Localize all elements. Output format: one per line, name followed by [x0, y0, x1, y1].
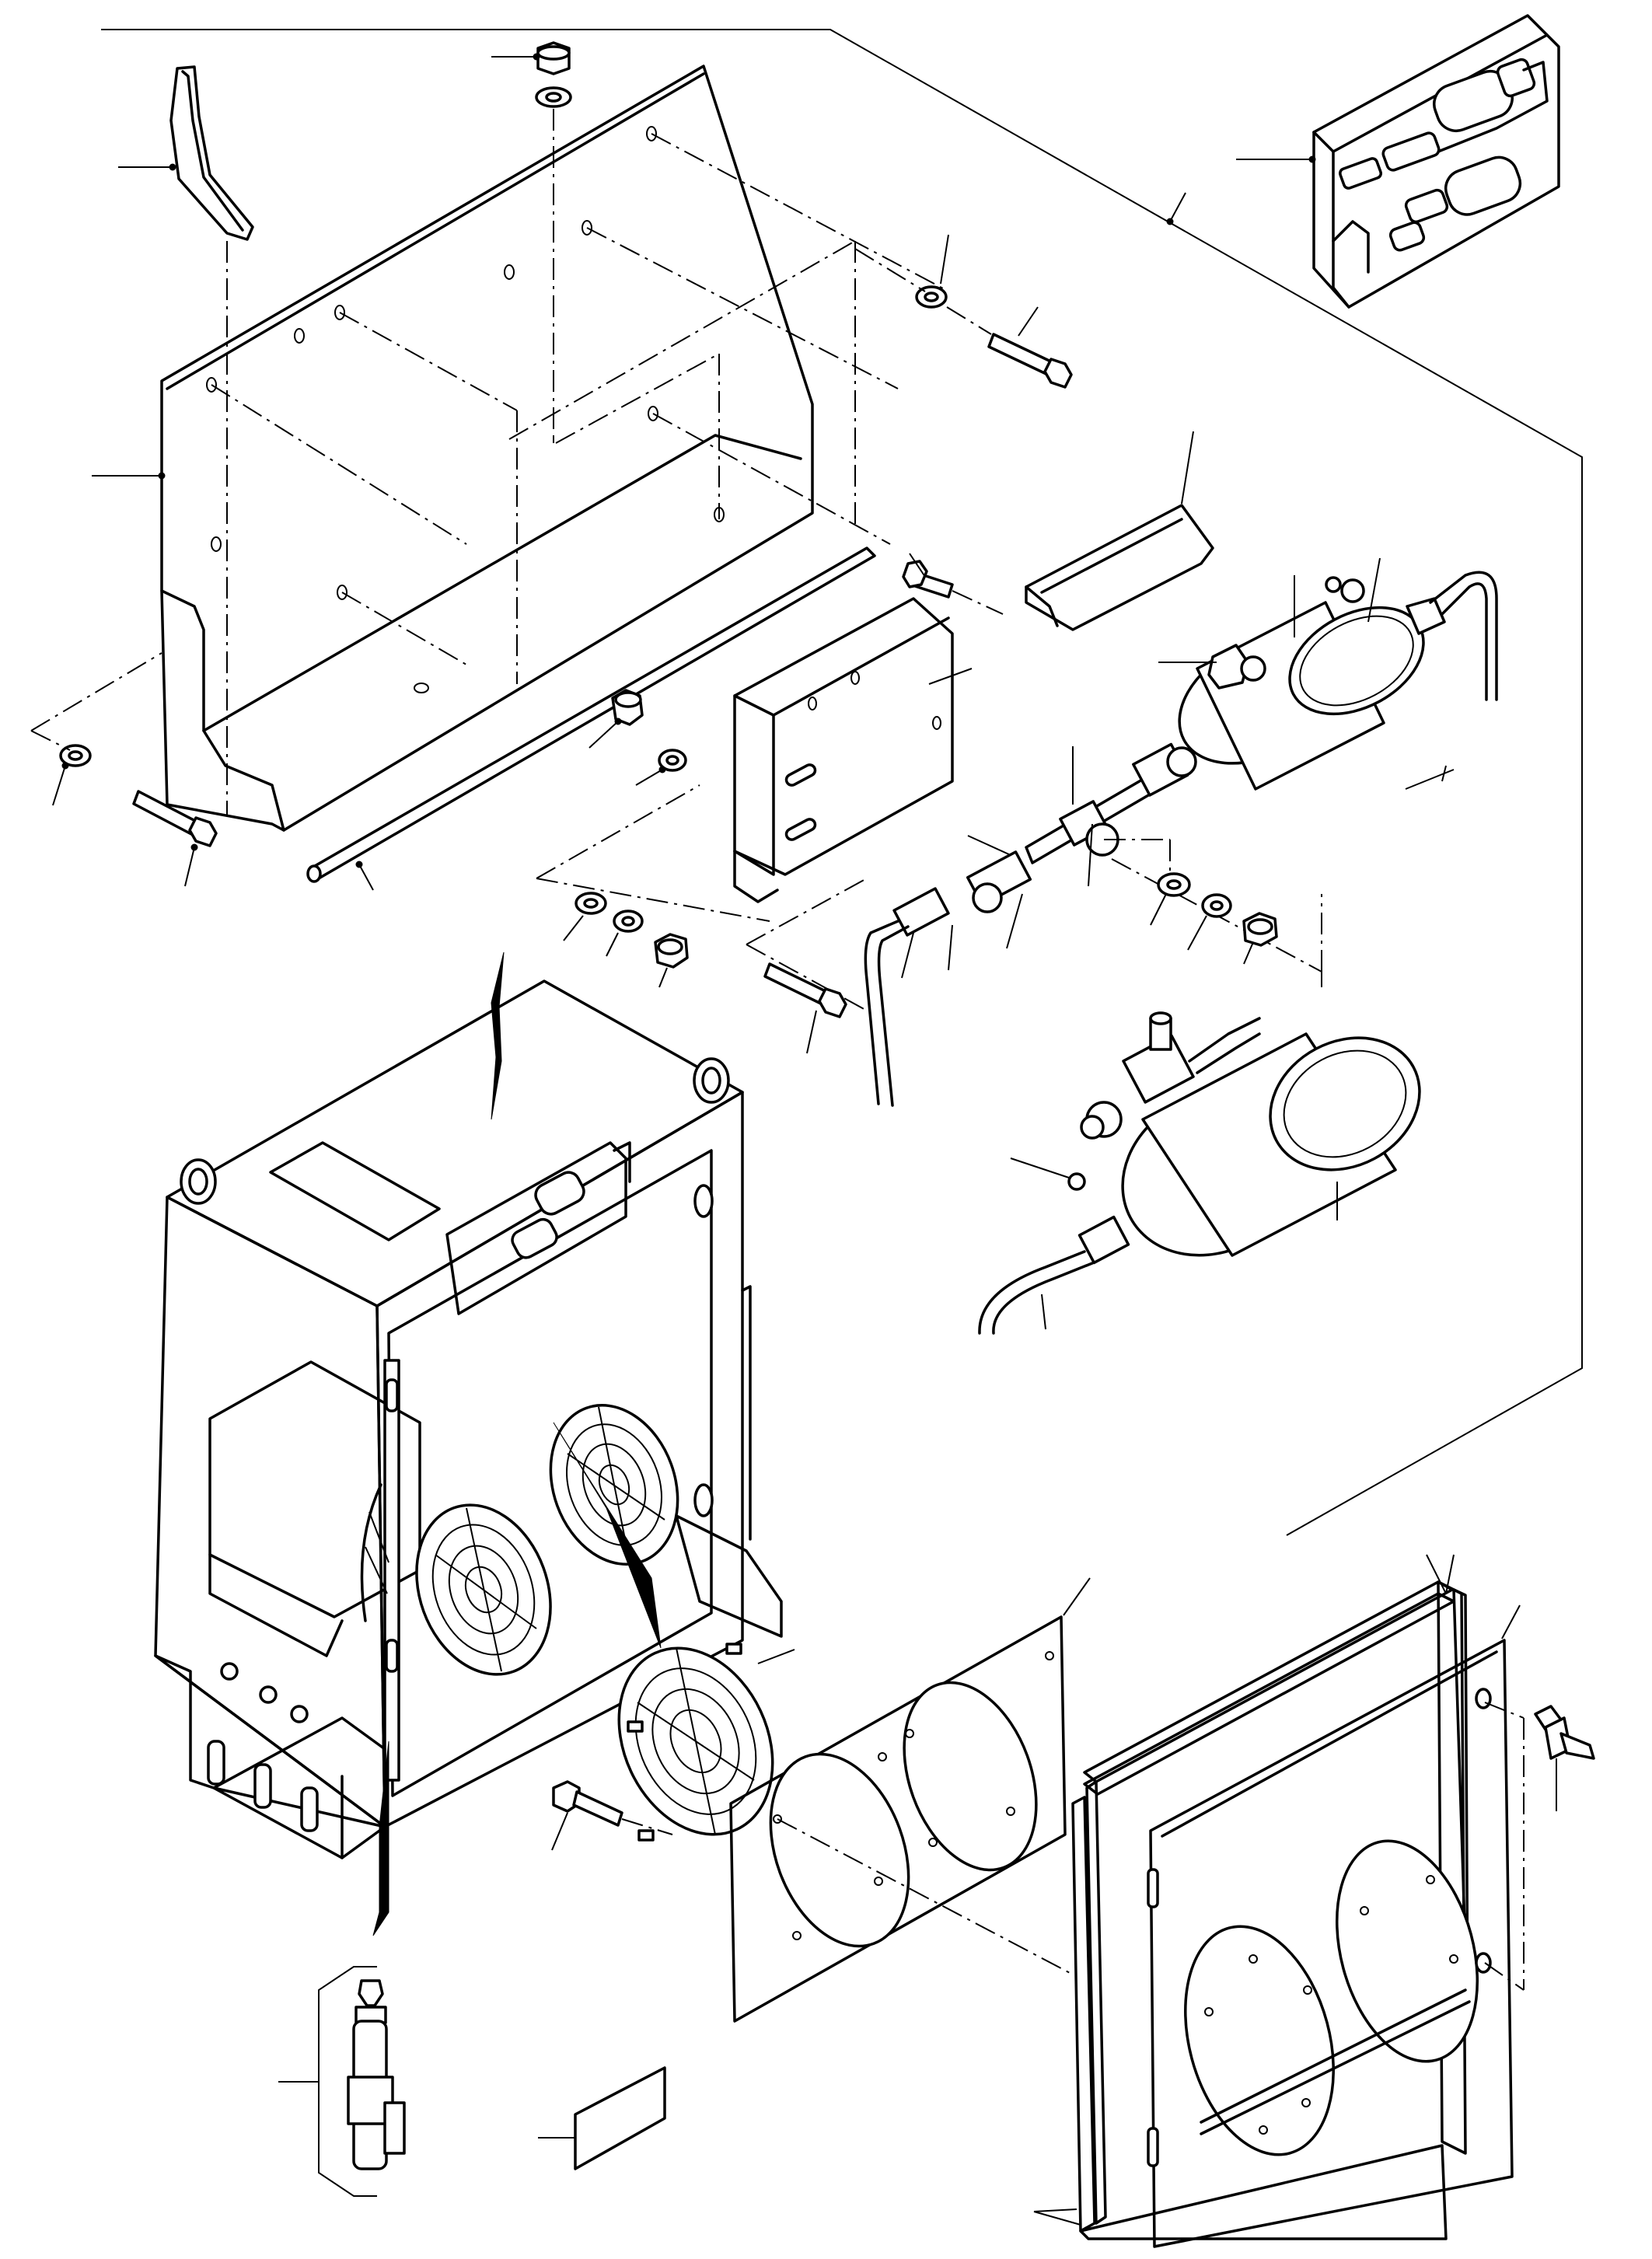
- fan-shroud-panel: [729, 1577, 1091, 2023]
- washer-set-right: [1150, 872, 1322, 972]
- hinge-pin: [278, 1966, 406, 2197]
- washer: [30, 652, 162, 806]
- fan-left: [415, 1503, 552, 1676]
- fan-guard: [617, 1643, 795, 1842]
- breather-pipe: [118, 65, 254, 816]
- pipe-fittings: [746, 742, 1322, 1107]
- small-bolt: [902, 553, 1004, 615]
- panel-holes: [206, 126, 725, 693]
- top-nut: [491, 41, 571, 75]
- guard-bolt: [551, 1780, 673, 1851]
- group-outline: [101, 29, 1583, 1536]
- lower-bolt: [763, 962, 847, 1054]
- nut-mid: [589, 689, 644, 749]
- washer-mid: [635, 749, 687, 786]
- side-panel: [92, 65, 945, 832]
- condenser-unit: [154, 979, 783, 1859]
- filter-drier: [1178, 557, 1498, 791]
- sight-glass: [1158, 644, 1266, 690]
- door-latch: [1534, 1705, 1595, 1811]
- mounting-bracket: [733, 597, 973, 903]
- washer-set-lower: [536, 784, 770, 988]
- label-plate: [538, 2066, 666, 2170]
- misc-leaders: [854, 234, 1073, 389]
- cover-channel: [1025, 431, 1214, 631]
- inset-detail: [1166, 14, 1560, 309]
- tube-strip: [306, 546, 876, 891]
- receiver-tank: [978, 972, 1421, 1335]
- top-washer: [535, 86, 572, 435]
- inset-bracket-assembly: [445, 1141, 631, 1315]
- fan-right: [549, 1404, 679, 1566]
- access-door: [1147, 1604, 1525, 2248]
- bolt: [132, 790, 218, 887]
- arrows: [372, 951, 662, 1936]
